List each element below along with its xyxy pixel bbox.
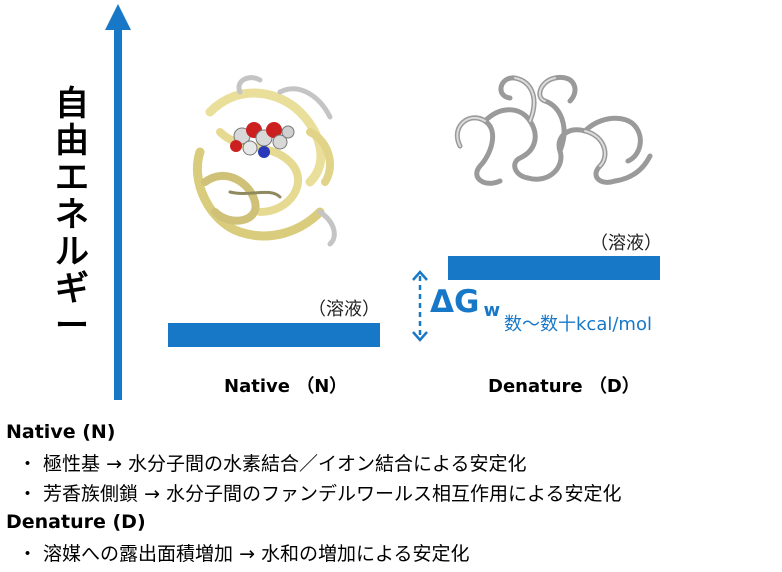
native-solution-label: （溶液） xyxy=(308,299,380,320)
denature-solution-label: （溶液） xyxy=(590,233,662,254)
native-energy-bar xyxy=(168,323,380,347)
axis-label: 自由エネルギー xyxy=(55,84,89,346)
native-notes-title: Native (N) xyxy=(6,421,116,443)
denature-note-1: ・ 溶媒への露出面積増加 → 水和の増加による安定化 xyxy=(18,543,470,565)
native-state-label: Native （N） xyxy=(224,376,348,397)
native-protein-image xyxy=(192,75,337,247)
native-note-2: ・ 芳香族側鎖 → 水分子間のファンデルワールス相互作用による安定化 xyxy=(18,483,622,505)
delta-g-symbol: ΔG xyxy=(430,284,480,320)
denature-energy-bar xyxy=(448,256,660,280)
denature-notes-title: Denature (D) xyxy=(6,511,146,533)
energy-axis xyxy=(105,4,131,400)
denature-state-label: Denature （D） xyxy=(488,376,640,397)
denatured-protein-image xyxy=(454,74,653,186)
delta-g-arrow xyxy=(412,270,428,342)
delta-g-subscript: w xyxy=(483,300,501,321)
delta-g-range: 数～数十kcal/mol xyxy=(504,314,652,335)
native-note-1: ・ 極性基 → 水分子間の水素結合／イオン結合による安定化 xyxy=(18,453,527,475)
